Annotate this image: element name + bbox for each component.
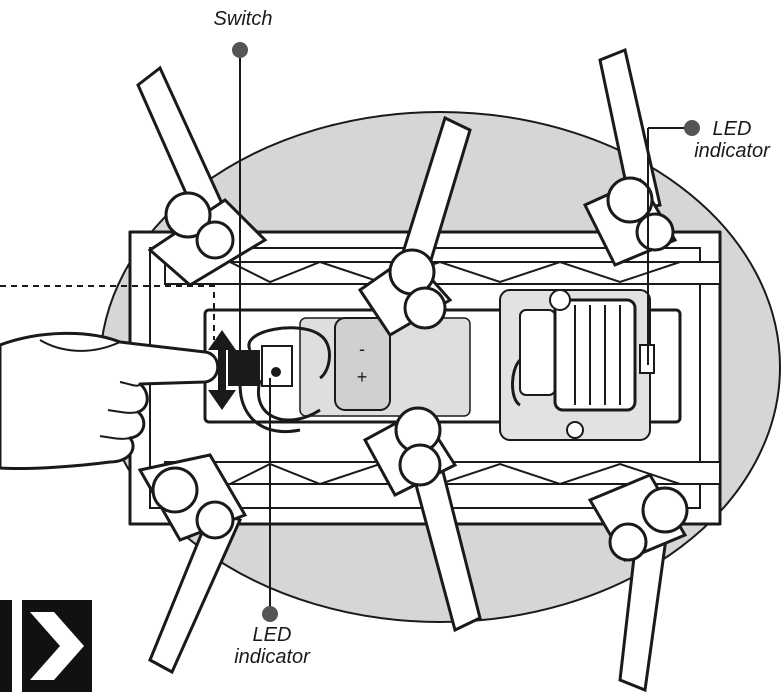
led-right-line1: LED [684,118,780,140]
led-indicator-label-right: LED indicator [684,118,780,162]
chevron-right-icon [0,600,92,692]
battery-compartment [335,318,390,410]
switch-label: Switch [198,8,288,30]
battery-minus-symbol: - [352,338,372,360]
switch-module [228,346,292,386]
led-bottom-line2: indicator [222,646,322,668]
battery-plus-symbol: + [352,366,372,388]
motor-gearbox [500,290,654,440]
led-indicator-label-bottom: LED indicator [222,624,322,668]
led-bottom-line1: LED [222,624,322,646]
led-right-line2: indicator [684,140,780,162]
